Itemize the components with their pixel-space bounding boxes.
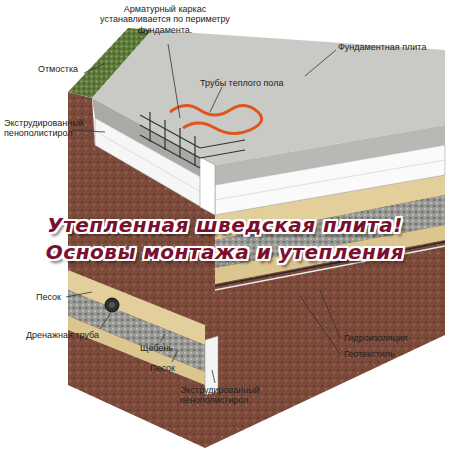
callout-label: Отмостка — [38, 64, 88, 74]
callout-label: Геотекстиль — [344, 349, 424, 359]
callout-label: Экструдированный пенополистирол — [4, 118, 76, 139]
insulation-seam — [215, 160, 445, 200]
heating-pipes — [170, 105, 262, 133]
callout-label: Песок — [36, 292, 76, 302]
drain-pipe — [105, 298, 119, 312]
insulation-edge — [200, 157, 215, 215]
callout-label: Фундаментная плита — [338, 42, 438, 52]
callout-label: Дренажная труба — [26, 330, 116, 340]
callout-label: Трубы теплого пола — [200, 78, 300, 88]
insulation-layer — [215, 145, 445, 215]
callout-label: Гидроизоляция — [344, 333, 424, 343]
callout-label: Экструдированный пенополистирол — [180, 385, 260, 406]
insulation-seam — [95, 131, 215, 200]
drain-pipe-hole — [109, 302, 115, 308]
callout-label: Песок — [150, 363, 190, 373]
sand-layer — [68, 316, 205, 385]
title-banner: Утепленная шведская плита! Основы монтаж… — [30, 212, 420, 266]
callout-label: Щебень — [140, 343, 190, 353]
callout-label: Арматурный каркас устанавливается по пер… — [100, 4, 230, 35]
rebar-cage — [140, 112, 245, 168]
insulation-layer — [95, 118, 215, 215]
